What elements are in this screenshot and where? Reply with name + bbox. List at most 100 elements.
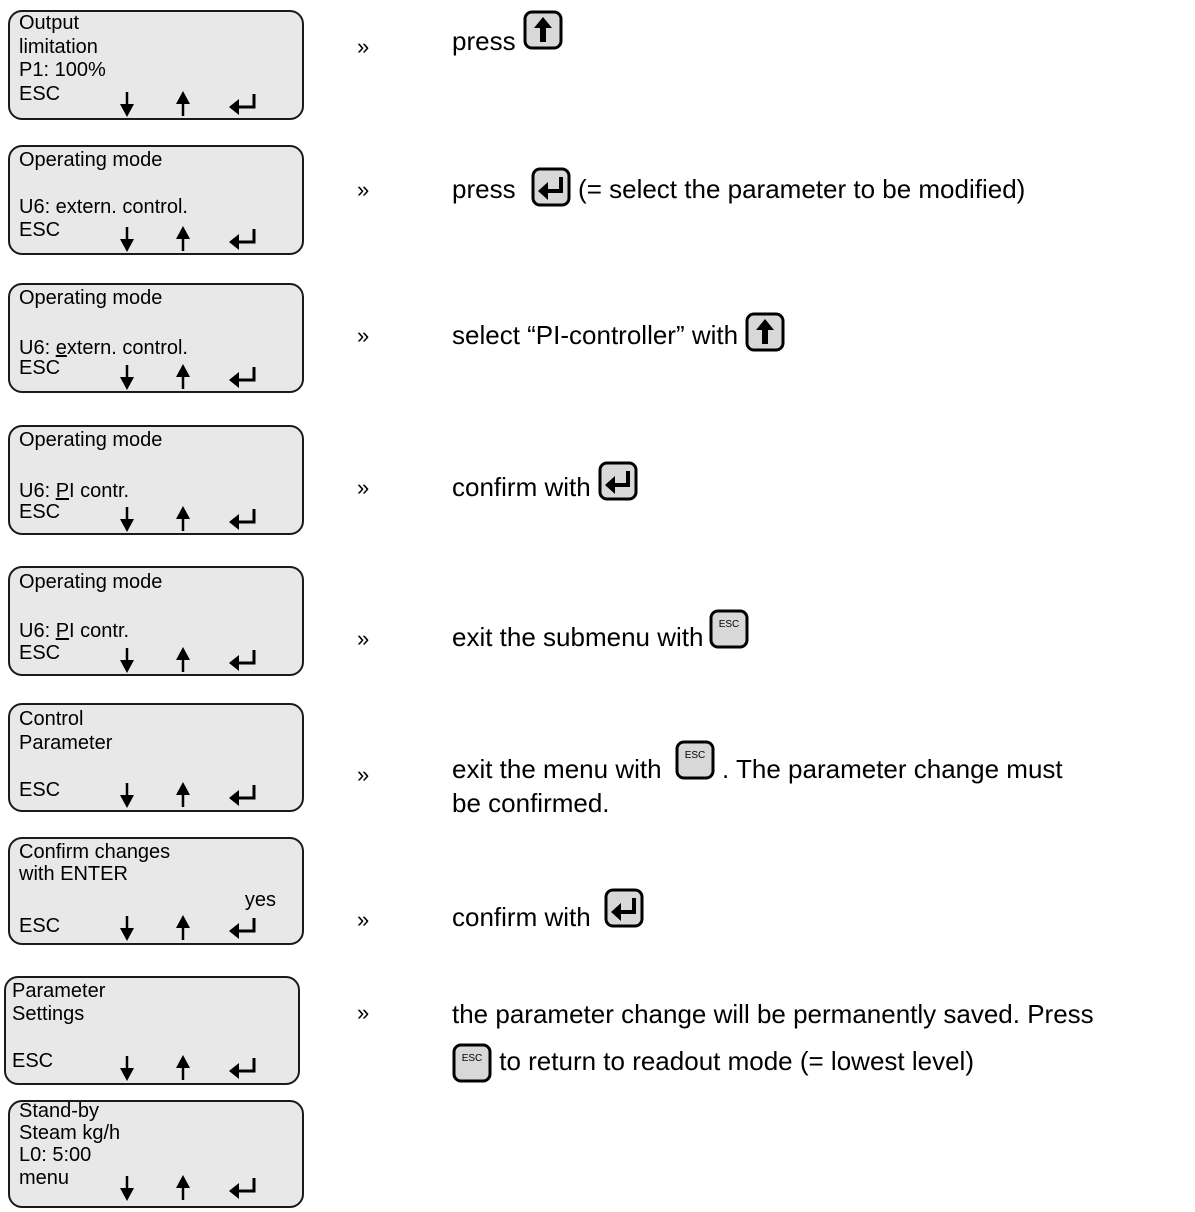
up-arrow-icon <box>173 646 193 674</box>
up-arrow-button-icon <box>523 10 563 50</box>
down-arrow-icon <box>117 1054 137 1082</box>
step-4-instruction: confirm with <box>452 470 638 504</box>
step-arrow: » <box>357 177 370 202</box>
step-text: select “PI-controller” with <box>452 320 739 350</box>
esc-softkey-label: ESC <box>12 1050 54 1072</box>
up-arrow-icon <box>173 90 193 118</box>
step-text: press <box>452 26 516 56</box>
enter-button-icon <box>598 461 638 501</box>
lcd-line: L0: 5:00 <box>19 1144 92 1166</box>
esc-button-icon <box>452 1043 492 1083</box>
step-text: exit the submenu with <box>452 622 704 652</box>
step-7-instruction: confirm with <box>452 900 644 934</box>
esc-softkey-label: ESC <box>19 642 61 664</box>
step-text: confirm with <box>452 472 591 502</box>
lcd-line-with-cursor: U6: extern. control. <box>19 337 188 359</box>
lcd-line: Operating mode <box>19 429 163 451</box>
lcd-screen-control-parameter: Control Parameter ESC <box>8 703 304 812</box>
lcd-line: Confirm changes <box>19 841 171 863</box>
step-text-suffix: to return to readout mode (= lowest leve… <box>499 1045 974 1076</box>
lcd-line: Parameter <box>12 980 106 1002</box>
lcd-line: Stand-by <box>19 1100 100 1122</box>
lcd-line-with-cursor: U6: PI contr. <box>19 480 130 502</box>
esc-button-icon <box>675 740 715 780</box>
lcd-line: U6: extern. control. <box>19 196 188 218</box>
enter-button-icon <box>531 167 571 207</box>
enter-arrow-icon <box>227 916 257 940</box>
down-arrow-icon <box>117 781 137 809</box>
step-arrow: » <box>357 907 370 932</box>
esc-button-icon <box>709 609 749 649</box>
lcd-line: limitation <box>19 36 98 58</box>
enter-arrow-icon <box>227 1056 257 1080</box>
lcd-screen-operating-mode: Operating mode U6: extern. control. ESC <box>8 145 304 255</box>
step-arrow: » <box>357 1000 370 1025</box>
lcd-line: Parameter <box>19 732 113 754</box>
down-arrow-icon <box>117 646 137 674</box>
down-arrow-icon <box>117 225 137 253</box>
lcd-line: P1: 100% <box>19 59 106 81</box>
enter-arrow-icon <box>227 365 257 389</box>
lcd-screen-operating-mode-pi-confirmed: Operating mode U6: PI contr. ESC <box>8 566 304 676</box>
step-arrow: » <box>357 475 370 500</box>
down-arrow-icon <box>117 363 137 391</box>
step-text: confirm with <box>452 902 591 932</box>
step-5-instruction: exit the submenu with <box>452 620 749 654</box>
lcd-screen-output-limitation: Output limitation P1: 100% ESC <box>8 10 304 120</box>
step-arrow: » <box>357 626 370 651</box>
esc-softkey-label: ESC <box>19 915 61 937</box>
step-text: exit the menu with <box>452 754 662 784</box>
lcd-screen-operating-mode-pi: Operating mode U6: PI contr. ESC <box>8 425 304 535</box>
up-arrow-button-icon <box>745 312 785 352</box>
esc-softkey-label: ESC <box>19 357 61 379</box>
lcd-line: Settings <box>12 1003 85 1025</box>
up-arrow-icon <box>173 225 193 253</box>
step-arrow: » <box>357 34 370 59</box>
step-text: the parameter change will be permanently… <box>452 999 1094 1029</box>
lcd-line: Output <box>19 12 80 34</box>
esc-softkey-label: ESC <box>19 501 61 523</box>
step-arrow: » <box>357 762 370 787</box>
step-arrow: » <box>357 323 370 348</box>
step-1-instruction: press <box>452 24 563 58</box>
enter-arrow-icon <box>227 648 257 672</box>
up-arrow-icon <box>173 1174 193 1202</box>
step-text-suffix: . The parameter change must <box>722 754 1063 784</box>
esc-softkey-label: ESC <box>19 779 61 801</box>
lcd-line: Operating mode <box>19 149 163 171</box>
yes-label: yes <box>244 889 276 911</box>
up-arrow-icon <box>173 914 193 942</box>
step-6-instruction: exit the menu with . The parameter chang… <box>452 752 1063 820</box>
enter-arrow-icon <box>227 507 257 531</box>
step-8-instruction: the parameter change will be permanently… <box>452 997 1094 1083</box>
step-text: press <box>452 174 516 204</box>
enter-arrow-icon <box>227 783 257 807</box>
lcd-screen-parameter-settings: Parameter Settings ESC <box>4 976 300 1085</box>
esc-softkey-label: ESC <box>19 83 61 105</box>
up-arrow-icon <box>173 505 193 533</box>
down-arrow-icon <box>117 914 137 942</box>
down-arrow-icon <box>117 90 137 118</box>
lcd-screen-operating-mode-cursor: Operating mode U6: extern. control. ESC <box>8 283 304 393</box>
menu-softkey-label: menu <box>19 1167 70 1189</box>
enter-arrow-icon <box>227 1176 257 1200</box>
esc-softkey-label: ESC <box>19 219 61 241</box>
lcd-line: Operating mode <box>19 287 163 309</box>
down-arrow-icon <box>117 505 137 533</box>
step-text-line2: be confirmed. <box>452 788 610 818</box>
lcd-line-with-cursor: U6: PI contr. <box>19 620 130 642</box>
lcd-screen-confirm-changes: Confirm changes with ENTER yes ESC <box>8 837 304 945</box>
step-2-instruction: press (= select the parameter to be modi… <box>452 172 1025 207</box>
lcd-line: Operating mode <box>19 571 163 593</box>
down-arrow-icon <box>117 1174 137 1202</box>
lcd-screen-standby: Stand-by Steam kg/h L0: 5:00 menu <box>8 1100 304 1208</box>
enter-arrow-icon <box>227 227 257 251</box>
up-arrow-icon <box>173 363 193 391</box>
step-text-suffix: (= select the parameter to be modified) <box>578 174 1026 204</box>
enter-arrow-icon <box>227 92 257 116</box>
up-arrow-icon <box>173 1054 193 1082</box>
lcd-line: with ENTER <box>19 863 128 885</box>
lcd-line: Steam kg/h <box>19 1122 121 1144</box>
up-arrow-icon <box>173 781 193 809</box>
step-3-instruction: select “PI-controller” with <box>452 318 785 352</box>
